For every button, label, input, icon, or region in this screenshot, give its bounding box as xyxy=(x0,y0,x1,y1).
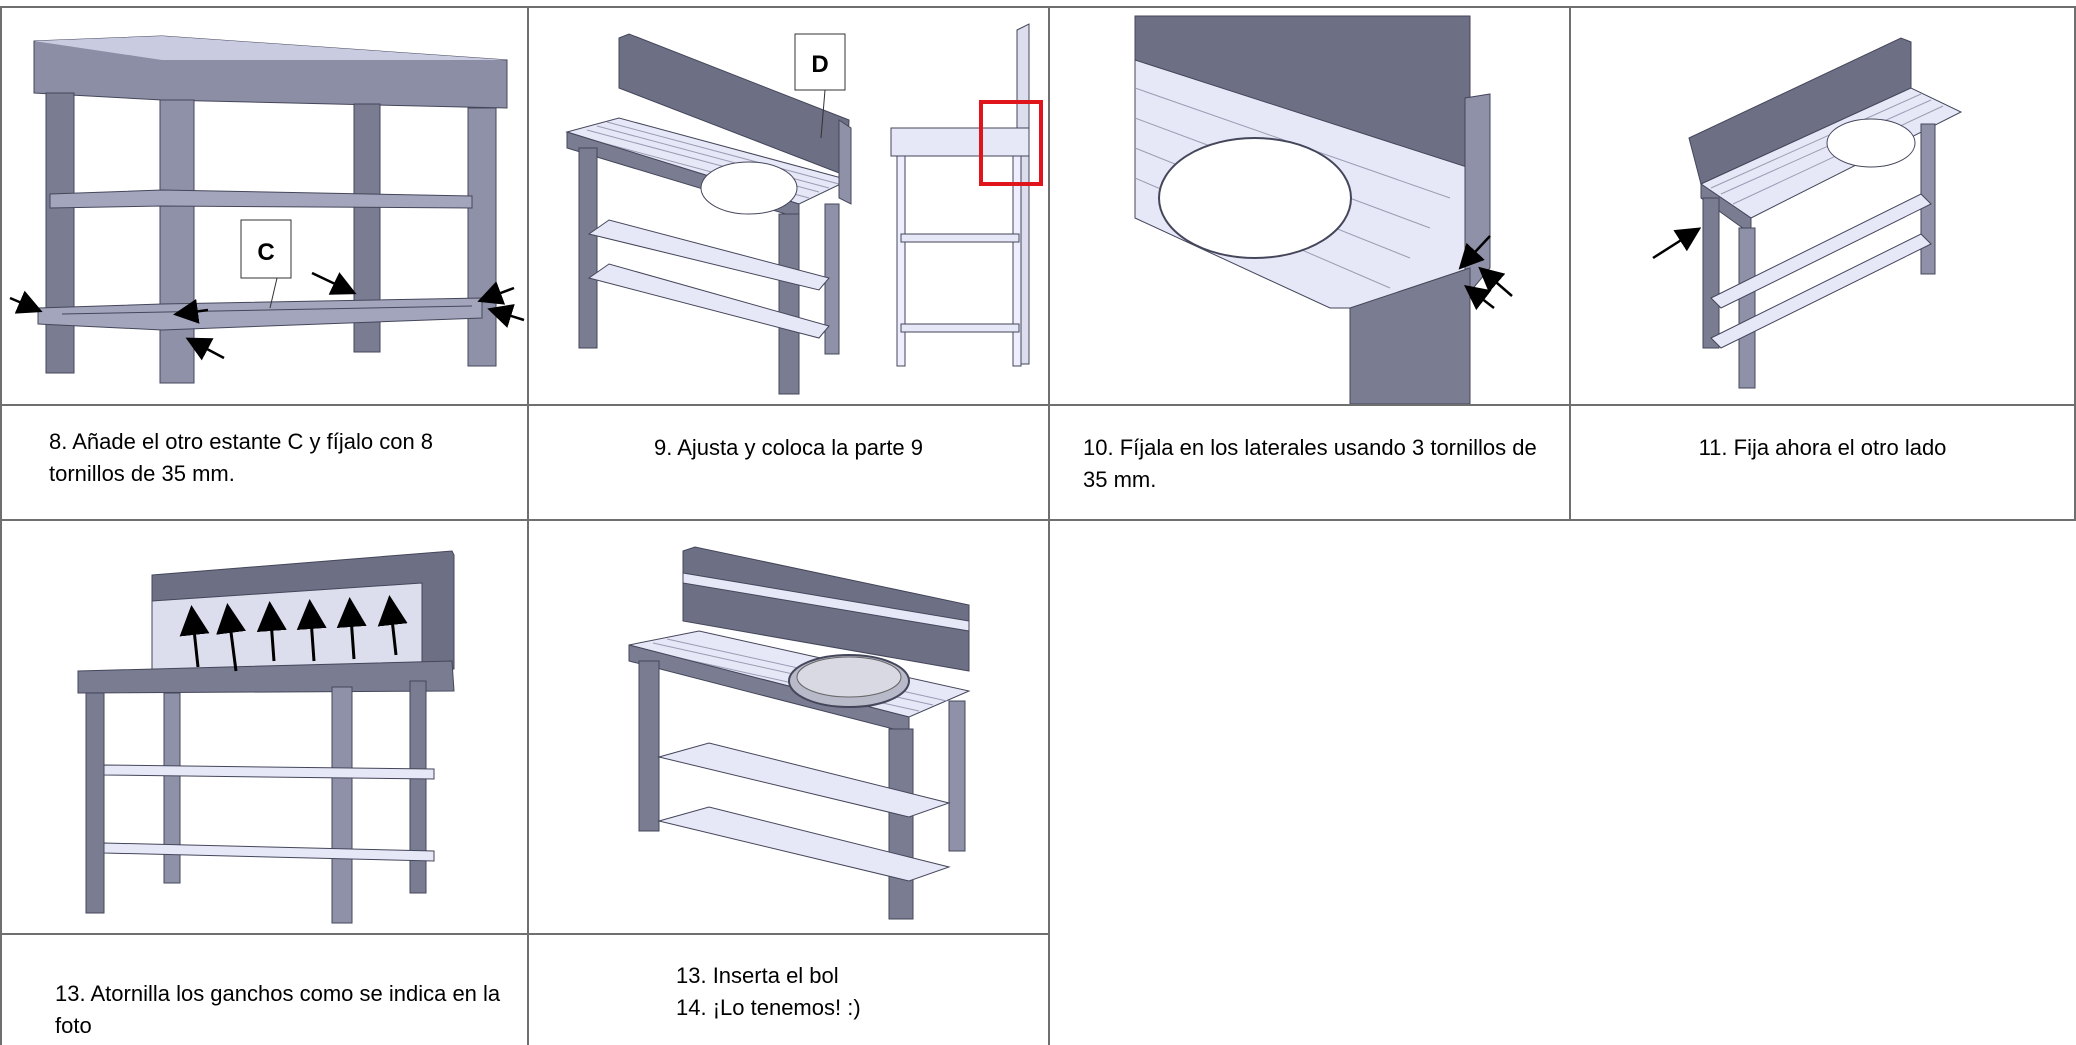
step10-image xyxy=(1050,8,1569,404)
part-label-c: C xyxy=(257,239,274,266)
step10-caption: 10. Fíjala en los laterales usando 3 tor… xyxy=(1083,435,1537,492)
step9-caption: 9. Ajusta y coloca la parte 9 xyxy=(653,435,924,460)
step13-caption: 13. Atornilla los ganchos como se indica… xyxy=(55,981,501,1038)
step11-image xyxy=(1571,8,2074,404)
part-label-d: D xyxy=(811,51,828,78)
step14-caption-line: 14. ¡Lo tenemos! :) xyxy=(676,995,861,1020)
step9-image: D xyxy=(529,8,1048,404)
step11-caption: 11. Fija ahora el otro lado xyxy=(1698,435,1947,460)
step13-hooks-image xyxy=(2,521,527,933)
step8-caption: 8. Añade el otro estante C y fíjalo con … xyxy=(49,429,434,486)
step14-caption-line: 13. Inserta el bol xyxy=(676,963,839,988)
step14-final-image xyxy=(529,521,1048,933)
step8-image: C xyxy=(2,8,527,404)
step14-caption-list: 13. Inserta el bol 14. ¡Lo tenemos! :) xyxy=(676,960,1036,1024)
